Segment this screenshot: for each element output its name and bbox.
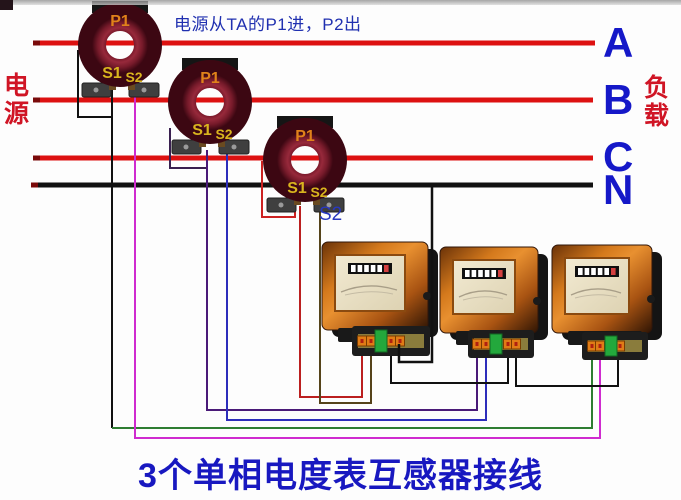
ct-terminal-s2 [313, 196, 320, 205]
register-digit [384, 265, 389, 272]
wire-ct3-s2-to-meter1 [319, 206, 372, 404]
source-label: 电源 [4, 72, 30, 128]
ct-label-p1: P1 [200, 70, 220, 87]
meter-3 [551, 244, 662, 360]
meter-disc-mark2 [344, 291, 394, 296]
ct-label-s1: S1 [102, 65, 122, 82]
meter-disc-mark2 [574, 294, 618, 299]
meter-register [575, 266, 619, 277]
ct-label-s1: S1 [192, 122, 212, 139]
register-digit [604, 268, 609, 275]
bus-label-A: A [603, 19, 634, 66]
register-digit [364, 265, 369, 272]
register-digit [584, 268, 590, 275]
wire-ct2-s1-jog [169, 128, 206, 169]
meter-disc-mark [340, 285, 398, 293]
wire-ct1-s1-to-meter3 [112, 344, 593, 429]
s2-annotation: S2 [319, 204, 343, 225]
bus-A [33, 40, 595, 46]
ct-terminal-s2 [218, 138, 225, 147]
register-digit [578, 268, 583, 275]
meter-2 [439, 246, 548, 358]
register-digit [597, 268, 603, 275]
ct-ring [168, 60, 252, 144]
register-digit [498, 270, 503, 277]
ct-ring [78, 3, 162, 87]
register-digit [465, 270, 470, 277]
register-digit [611, 268, 616, 275]
register-digit [491, 270, 496, 277]
wire-ct1-s1-jog [77, 50, 112, 118]
wire-ct1-s2-to-meter3 [134, 88, 601, 439]
ct-ring [263, 118, 347, 202]
bus-B [33, 97, 593, 103]
meter-disc-mark2 [462, 296, 504, 301]
bus-C [33, 155, 593, 161]
meter-disc-mark [570, 288, 622, 296]
register-digit [351, 265, 356, 272]
bus-label-N: N [603, 166, 634, 213]
ct-label-s2: S2 [215, 126, 232, 142]
meter-1 [321, 241, 438, 356]
terminal-green-block [604, 335, 618, 357]
register-digit [377, 265, 382, 272]
load-label: 负载 [644, 74, 670, 130]
top-note: 电源从TA的P1进，P2出 [174, 15, 362, 34]
ct-label-s2: S2 [310, 184, 327, 200]
meter-seal-knob [533, 297, 541, 305]
terminal-green-block [374, 329, 388, 353]
terminal-green-block [489, 333, 503, 355]
corner-artifact [0, 0, 13, 10]
bus-label-C: C [603, 133, 634, 180]
wire-ct3-s1-to-meter1 [299, 206, 363, 398]
meter-seal-knob [423, 292, 431, 300]
register-digit [484, 270, 490, 277]
ct-label-s2: S2 [125, 69, 142, 85]
register-digit [357, 265, 363, 272]
meter-register [462, 268, 506, 279]
register-digit [471, 270, 477, 277]
register-digit [591, 268, 596, 275]
ct-label-s1: S1 [287, 180, 307, 197]
ct-label-p1: P1 [110, 13, 130, 30]
ct-terminal-s2 [128, 81, 135, 90]
bus-label-B: B [603, 76, 634, 123]
diagram-title: 3个单相电度表互感器接线 [138, 457, 543, 495]
ct-label-p1: P1 [295, 128, 315, 145]
top-edge-artifact [0, 0, 681, 5]
meter-register [348, 263, 392, 274]
wire-neutral-link-1 [390, 344, 509, 384]
register-digit [370, 265, 376, 272]
wire-neutral-drop-to-meter1 [397, 186, 434, 364]
register-digit [478, 270, 483, 277]
meter-seal-knob [647, 295, 655, 303]
wire-ct2-s1-to-meter2 [206, 150, 478, 411]
meter-disc-mark [458, 290, 508, 298]
wire-neutral-link-2 [515, 344, 619, 387]
